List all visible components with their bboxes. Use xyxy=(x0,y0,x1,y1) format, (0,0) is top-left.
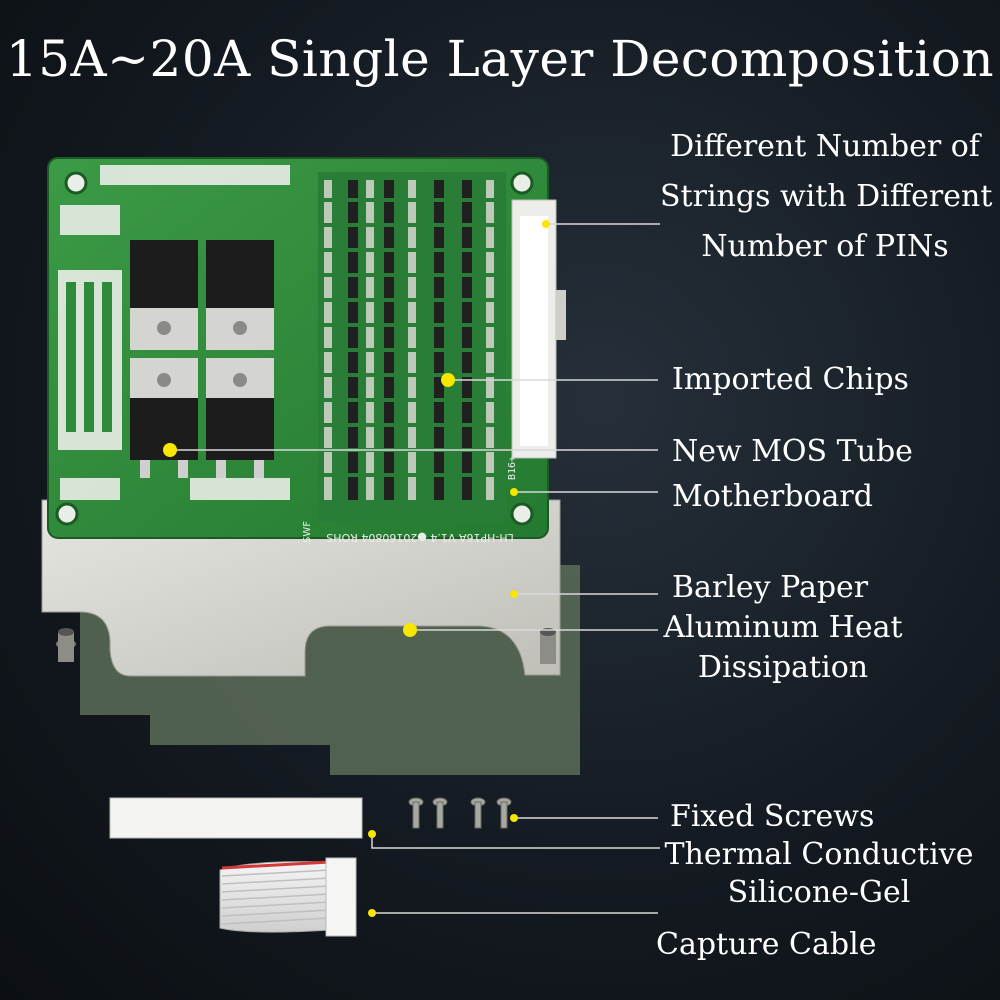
screws xyxy=(408,797,512,829)
label-thermal-gel: Thermal Conductive Silicone-Gel xyxy=(664,836,974,912)
label-imported-chips: Imported Chips xyxy=(672,362,909,397)
marker-dots xyxy=(163,220,550,917)
label-line: Aluminum Heat xyxy=(663,610,903,645)
thermal-gel-pad xyxy=(109,797,363,839)
mos-tubes xyxy=(130,240,274,478)
label-aluminum: Aluminum Heat Dissipation xyxy=(658,608,908,688)
label-barley-paper: Barley Paper xyxy=(672,570,869,605)
standoff-right xyxy=(540,628,556,664)
label-line: Silicone-Gel xyxy=(727,875,911,910)
capture-cable xyxy=(219,857,357,937)
chip-columns xyxy=(348,180,472,500)
label-line: Different Number of xyxy=(670,129,980,164)
column-stripes xyxy=(318,198,506,477)
label-strings-pins: Different Number of Strings with Differe… xyxy=(660,122,993,272)
leader-lines xyxy=(170,223,660,914)
board-silkscreen: LH-HP16A V1.4 ●20160804 ROHS xyxy=(326,531,513,544)
label-line: Thermal Conductive xyxy=(664,837,974,872)
pin-connector xyxy=(511,199,566,459)
resistor-columns xyxy=(324,180,494,500)
connector-label: B16+ xyxy=(507,456,518,480)
aluminum-plate xyxy=(41,499,561,677)
label-capture-cable: Capture Cable xyxy=(656,927,877,962)
label-mos-tube: New MOS Tube xyxy=(672,434,913,469)
label-fixed-screws: Fixed Screws xyxy=(670,799,875,834)
label-line: Number of PINs xyxy=(701,229,949,264)
page-title: 15A~20A Single Layer Decomposition xyxy=(5,30,995,88)
label-motherboard: Motherboard xyxy=(672,479,873,514)
label-line: Dissipation xyxy=(697,650,869,685)
standoff-left xyxy=(56,628,76,662)
board-brand: SWF xyxy=(302,521,313,543)
mounting-holes xyxy=(55,171,534,526)
label-line: Strings with Different xyxy=(660,179,993,214)
